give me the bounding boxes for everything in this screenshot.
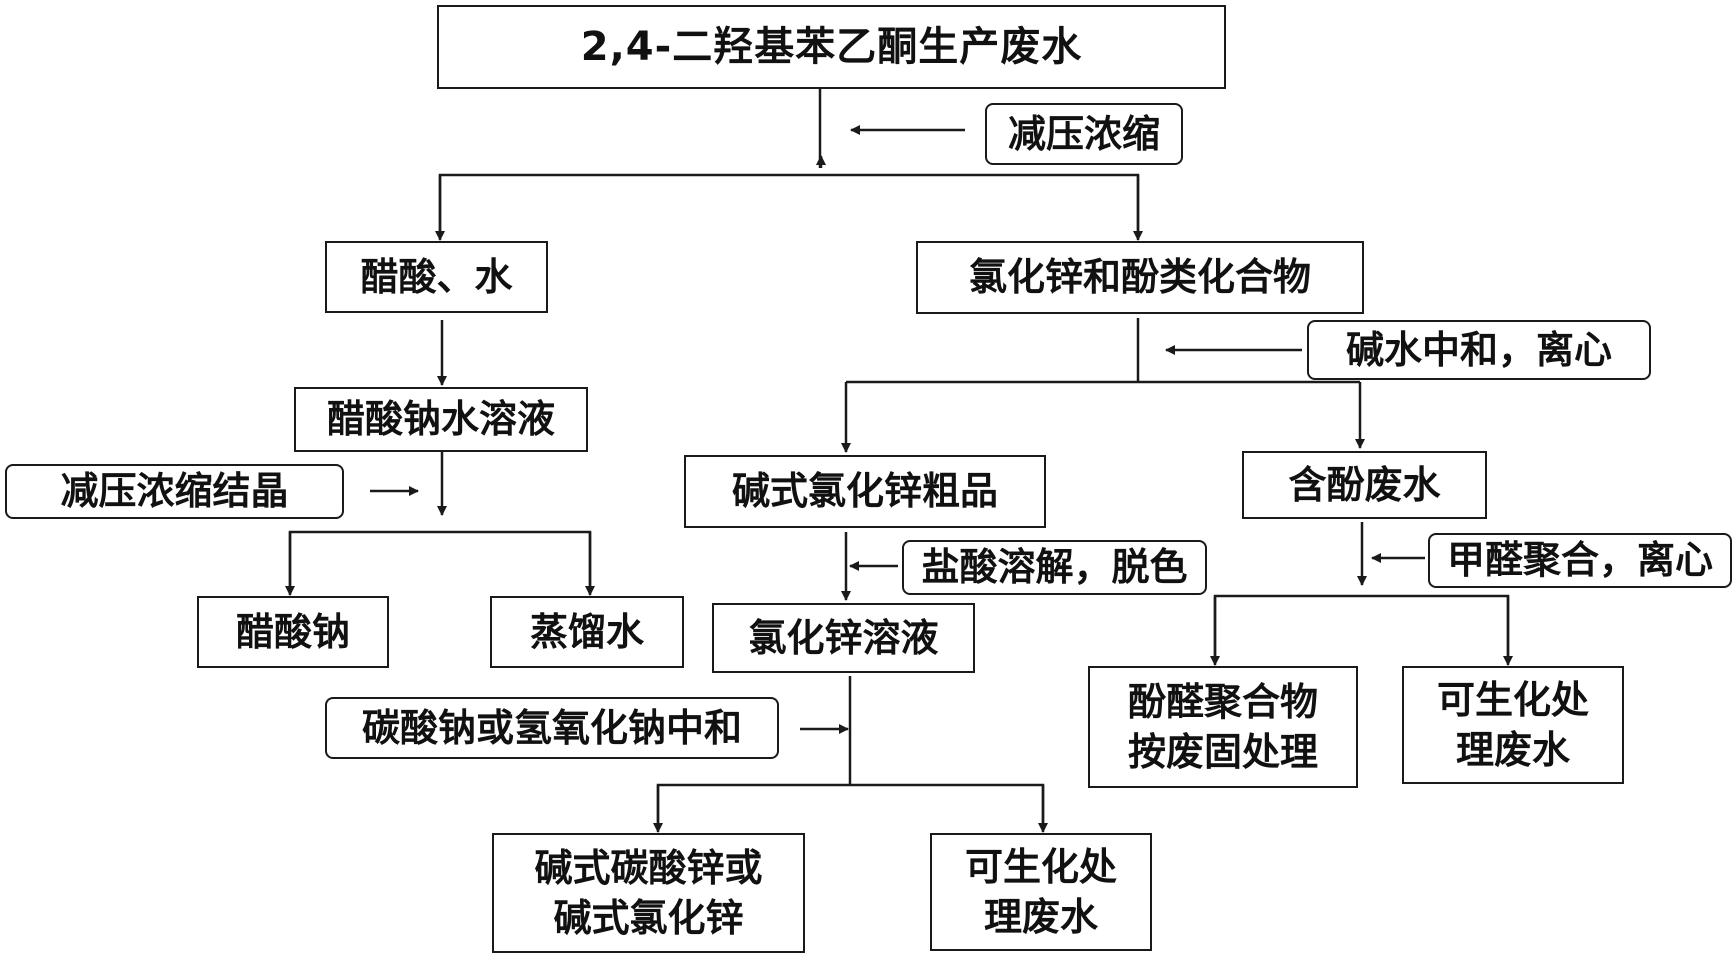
split-line: [656, 783, 1045, 830]
op-carbonate-hydroxide-neutralize: 碳酸钠或氢氧化钠中和: [325, 697, 779, 759]
op-vacuum-concentration: 减压浓缩: [985, 103, 1183, 165]
node-biodegradable-wastewater-bottom: 可生化处 理废水: [930, 833, 1152, 951]
node-crude-basic-zinc-chloride: 碱式氯化锌粗品: [684, 455, 1046, 528]
node-phenol-wastewater: 含酚废水: [1242, 451, 1487, 519]
op-formaldehyde-polymerize: 甲醛聚合，离心: [1428, 533, 1732, 588]
node-sodium-acetate-solution: 醋酸钠水溶液: [294, 387, 588, 452]
node-zinc-chloride-solution: 氯化锌溶液: [712, 603, 975, 673]
node-source-wastewater: 2,4-二羟基苯乙酮生产废水: [437, 5, 1226, 89]
node-acetic-acid-water: 醋酸、水: [325, 241, 548, 313]
split-line: [288, 530, 592, 592]
op-vacuum-crystallize: 减压浓缩结晶: [5, 464, 344, 519]
node-biodegradable-wastewater-right: 可生化处 理废水: [1402, 666, 1624, 784]
split-line: [1213, 594, 1510, 663]
split-line: [438, 173, 1140, 238]
node-zinc-chloride-phenols: 氯化锌和酚类化合物: [916, 241, 1364, 314]
node-phenolic-polymer: 酚醛聚合物 按废固处理: [1088, 666, 1358, 788]
node-distilled-water: 蒸馏水: [490, 596, 684, 668]
op-hcl-dissolve-decolor: 盐酸溶解，脱色: [902, 540, 1207, 595]
op-neutralize-centrifuge: 碱水中和，离心: [1307, 320, 1651, 380]
node-basic-zinc-product: 碱式碳酸锌或 碱式氯化锌: [492, 833, 805, 953]
node-sodium-acetate: 醋酸钠: [197, 596, 389, 668]
